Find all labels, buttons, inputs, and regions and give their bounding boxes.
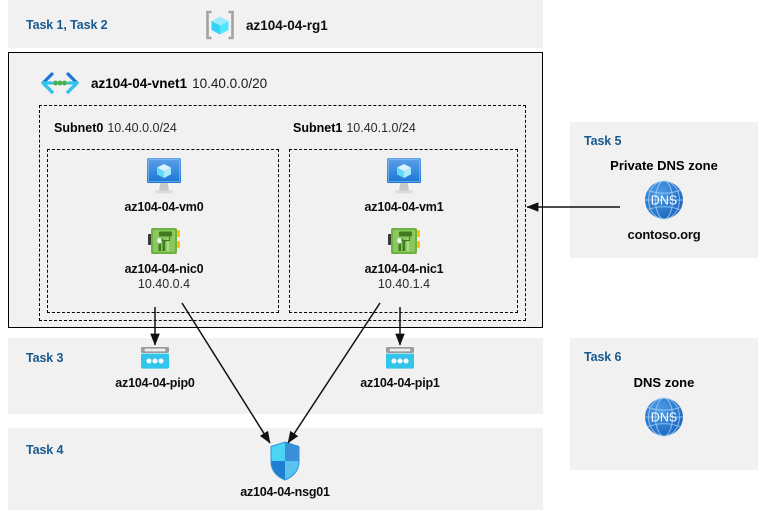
subnet1-boundary (289, 149, 518, 313)
task4-label: Task 4 (26, 443, 64, 457)
pip0-node[interactable]: az104-04-pip0 (105, 345, 205, 390)
resource-group-icon (203, 8, 237, 42)
dns-zone-icon: DNS (641, 177, 687, 223)
subnet1-name: Subnet1 (293, 121, 343, 135)
virtual-machine-icon (382, 155, 426, 197)
vm1-label: az104-04-vm1 (364, 200, 444, 214)
private-dns-zone-node[interactable]: Private DNS zone DNS contoso. (584, 158, 744, 242)
svg-text:DNS: DNS (651, 194, 677, 208)
dns-zone-node[interactable]: DNS zone DNS (584, 375, 744, 440)
vm0-node[interactable]: az104-04-vm0 (119, 155, 209, 214)
subnets-outer-boundary (39, 105, 526, 321)
nic0-ip: 10.40.0.4 (137, 277, 191, 291)
network-security-group-icon (267, 440, 303, 482)
pip0-label: az104-04-pip0 (115, 376, 195, 390)
network-interface-icon (386, 225, 422, 259)
resource-group-name: az104-04-rg1 (246, 17, 328, 33)
vnet-cidr: 10.40.0.0/20 (192, 75, 268, 91)
subnet0-cidr: 10.40.0.0/24 (107, 121, 177, 135)
nic1-ip: 10.40.1.4 (377, 277, 431, 291)
resource-group-header: az104-04-rg1 (203, 8, 328, 42)
nsg-label: az104-04-nsg01 (240, 485, 330, 499)
nsg-node[interactable]: az104-04-nsg01 (225, 440, 345, 499)
virtual-machine-icon (142, 155, 186, 197)
dns-zone-icon: DNS (641, 394, 687, 440)
vm1-node[interactable]: az104-04-vm1 (359, 155, 449, 214)
private-dns-zone-title: Private DNS zone (610, 158, 718, 173)
nic0-node[interactable]: az104-04-nic0 10.40.0.4 (119, 225, 209, 291)
public-ip-address-icon (137, 345, 173, 373)
task5-label: Task 5 (584, 134, 622, 148)
vnet-name: az104-04-vnet1 (91, 75, 188, 91)
subnet1-cidr: 10.40.1.0/24 (346, 121, 416, 135)
task1-task2-panel (8, 0, 543, 48)
nic1-label: az104-04-nic1 (364, 262, 444, 276)
public-ip-address-icon (382, 345, 418, 373)
subnet0-name: Subnet0 (54, 121, 104, 135)
vm0-label: az104-04-vm0 (124, 200, 204, 214)
pip1-node[interactable]: az104-04-pip1 (350, 345, 450, 390)
network-interface-icon (146, 225, 182, 259)
task3-label: Task 3 (26, 351, 64, 365)
dns-zone-title: DNS zone (633, 375, 695, 390)
nic1-node[interactable]: az104-04-nic1 10.40.1.4 (359, 225, 449, 291)
task6-label: Task 6 (584, 350, 622, 364)
task3-panel (8, 338, 543, 414)
nic0-label: az104-04-nic0 (124, 262, 204, 276)
private-dns-zone-name: contoso.org (627, 227, 701, 242)
vnet-header: az104-04-vnet1 10.40.0.0/20 (39, 70, 267, 96)
task1-task2-label: Task 1, Task 2 (26, 18, 108, 32)
pip1-label: az104-04-pip1 (360, 376, 440, 390)
virtual-network-icon (39, 70, 81, 96)
subnet0-boundary (47, 149, 279, 313)
svg-text:DNS: DNS (651, 411, 677, 425)
